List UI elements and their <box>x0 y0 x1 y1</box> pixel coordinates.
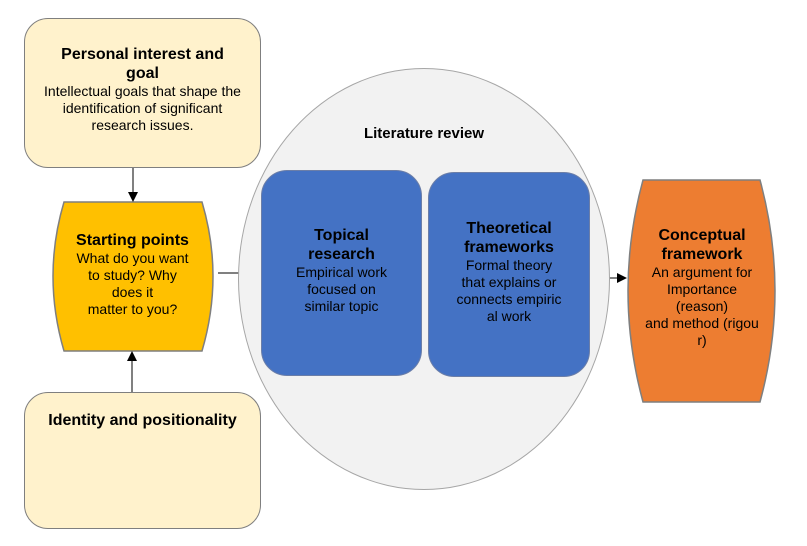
identity-title: Identity and positionality <box>48 412 237 429</box>
conceptual-barrel <box>627 179 776 403</box>
conceptual-title-line-1: Conceptual <box>658 227 746 244</box>
literature-review-title: Literature review <box>363 125 485 142</box>
starting-points-line-3: does it <box>111 284 154 300</box>
starting-points-barrel <box>52 201 214 352</box>
personal-interest-body: Intellectual goals that shape the identi… <box>44 83 241 133</box>
theoretical-body-line-2: that explains or <box>461 274 557 290</box>
theoretical-body-line-4: al work <box>486 308 532 324</box>
topical-body-line-3: similar topic <box>304 297 379 314</box>
identity-box: Identity and positionality <box>24 392 261 529</box>
topical-title-line-2: research <box>308 245 375 263</box>
personal-interest-box: Personal interest and goal Intellectual … <box>24 18 261 168</box>
theoretical-title-line-1: Theoretical <box>466 220 552 237</box>
theoretical-body-line-3: connects empiric <box>456 291 562 307</box>
topical-body-line-1: Empirical work <box>295 263 387 280</box>
starting-points-line-2: to study? Why <box>88 267 177 283</box>
conceptual-body-line-5: r) <box>697 332 707 348</box>
starting-points-line-1: What do you want <box>76 250 189 266</box>
starting-points-line-4: matter to you? <box>87 301 178 317</box>
conceptual-framework-box: Conceptual framework An argument for Imp… <box>622 180 782 402</box>
theoretical-title-line-2: frameworks <box>464 239 554 256</box>
conceptual-title-line-2: framework <box>661 246 743 263</box>
topical-title-line-1: Topical <box>314 226 369 244</box>
topical-research-box: Topical research Empirical work focused … <box>261 170 422 376</box>
theoretical-frameworks-box: Theoretical frameworks Formal theory tha… <box>428 172 590 377</box>
theoretical-body-line-1: Formal theory <box>465 257 553 273</box>
conceptual-body-line-1: An argument for <box>651 264 753 280</box>
topical-body-line-2: focused on <box>307 280 376 297</box>
personal-interest-title: Personal interest and goal <box>61 46 224 82</box>
conceptual-body-line-4: and method (rigou <box>645 315 759 331</box>
conceptual-body-line-3: (reason) <box>675 298 729 314</box>
conceptual-body-line-2: Importance <box>666 281 738 297</box>
starting-points-title: Starting points <box>76 232 189 249</box>
starting-points-box: Starting points What do you want to stud… <box>47 202 218 351</box>
